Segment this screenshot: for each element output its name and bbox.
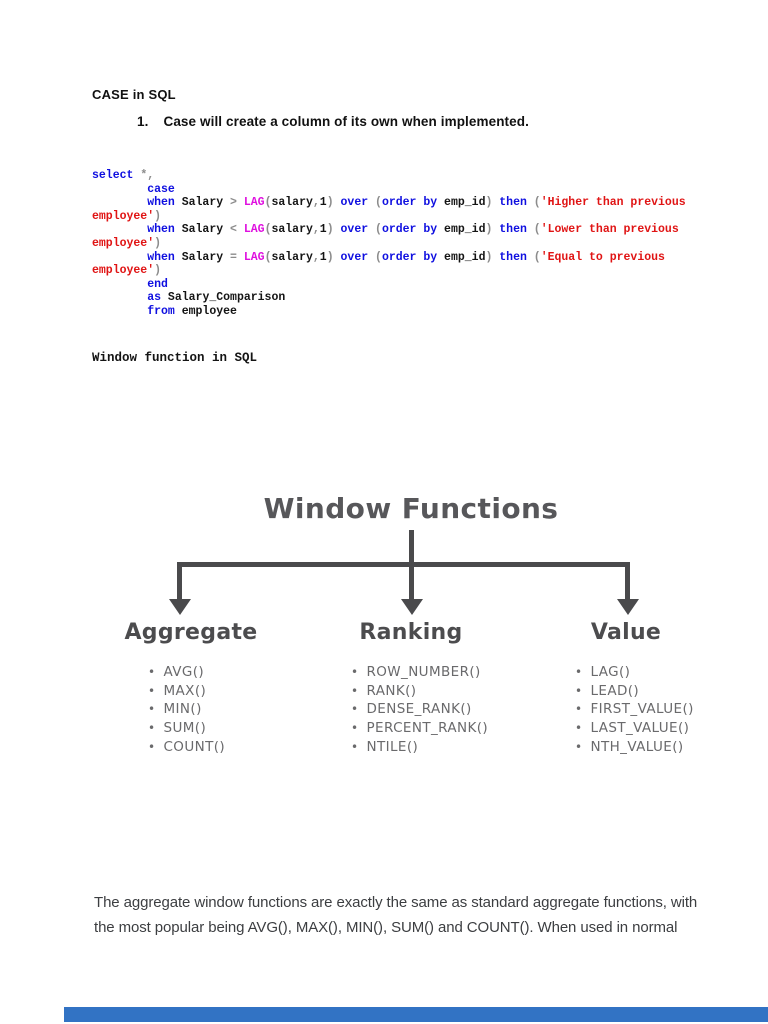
list-item: • DENSE_RANK() bbox=[351, 700, 488, 719]
function-name: MIN() bbox=[163, 701, 202, 718]
function-name: PERCENT_RANK() bbox=[366, 720, 489, 737]
bullet-icon: • bbox=[575, 683, 583, 698]
function-name: AVG() bbox=[163, 664, 205, 681]
code-line: from employee bbox=[147, 304, 237, 318]
function-name: SUM() bbox=[163, 720, 207, 737]
list-item: • LAST_VALUE() bbox=[575, 719, 694, 738]
code-line: case bbox=[147, 182, 175, 196]
bullet-icon: • bbox=[351, 739, 359, 754]
function-name: LEAD() bbox=[590, 682, 640, 699]
list-item: • SUM() bbox=[148, 719, 225, 738]
function-name: ROW_NUMBER() bbox=[366, 664, 481, 681]
code-line: employee') bbox=[92, 236, 162, 250]
body-paragraph: The aggregate window functions are exact… bbox=[94, 891, 697, 940]
bullet-icon: • bbox=[575, 739, 583, 754]
code-line: when Salary = LAG(salary,1) over (order … bbox=[147, 250, 665, 264]
function-name: DENSE_RANK() bbox=[366, 701, 472, 718]
bullet-icon: • bbox=[351, 683, 359, 698]
bullet-icon: • bbox=[351, 721, 359, 736]
function-name: NTILE() bbox=[366, 738, 419, 755]
arrow-down-icon bbox=[169, 599, 191, 615]
list-item: • AVG() bbox=[148, 663, 225, 682]
list-item: • ROW_NUMBER() bbox=[351, 663, 488, 682]
arrow-down-icon bbox=[401, 599, 423, 615]
section-heading: Window function in SQL bbox=[92, 351, 258, 365]
list-item: • NTILE() bbox=[351, 737, 488, 756]
list-item: • FIRST_VALUE() bbox=[575, 700, 694, 719]
list-item: • MIN() bbox=[148, 700, 225, 719]
diagram-title: Window Functions bbox=[263, 492, 559, 525]
paragraph-line: the most popular being AVG(), MAX(), MIN… bbox=[94, 918, 678, 936]
function-name: MAX() bbox=[163, 682, 207, 699]
list-item: • LAG() bbox=[575, 663, 694, 682]
code-line: employee') bbox=[92, 264, 162, 278]
function-name: NTH_VALUE() bbox=[590, 738, 684, 755]
bullet-icon: • bbox=[148, 702, 156, 717]
code-line: end bbox=[147, 277, 168, 291]
value-function-list: • LAG() • LEAD() • FIRST_VALUE() • LAST_VALUE()… bbox=[575, 663, 694, 756]
sql-code-block: select *, case when Salary > LAG(salary,… bbox=[92, 169, 686, 319]
bullet-icon: • bbox=[575, 702, 583, 717]
column-heading-value: Value bbox=[590, 620, 662, 645]
connector-right bbox=[625, 562, 630, 600]
bullet-icon: • bbox=[148, 683, 156, 698]
function-name: LAG() bbox=[590, 664, 631, 681]
bullet-icon: • bbox=[575, 721, 583, 736]
bullet-icon: • bbox=[148, 739, 156, 754]
code-line: when Salary < LAG(salary,1) over (order … bbox=[147, 223, 679, 237]
connector-horizontal bbox=[177, 562, 630, 567]
numbered-list-item: 1. Case will create a column of its own … bbox=[137, 114, 529, 129]
function-name: RANK() bbox=[366, 682, 417, 699]
list-item-number: 1. bbox=[137, 114, 149, 129]
column-heading-ranking: Ranking bbox=[359, 620, 463, 645]
page-title: CASE in SQL bbox=[92, 87, 176, 102]
bullet-icon: • bbox=[148, 665, 156, 680]
function-name: LAST_VALUE() bbox=[590, 720, 690, 737]
code-line: select *, bbox=[92, 169, 155, 182]
function-name: COUNT() bbox=[163, 738, 226, 755]
arrow-down-icon bbox=[617, 599, 639, 615]
paragraph-line: The aggregate window functions are exact… bbox=[94, 894, 698, 911]
list-item: • RANK() bbox=[351, 682, 488, 701]
function-name: FIRST_VALUE() bbox=[590, 701, 694, 718]
bullet-icon: • bbox=[351, 702, 359, 717]
list-item: • PERCENT_RANK() bbox=[351, 719, 488, 738]
list-item: • NTH_VALUE() bbox=[575, 737, 694, 756]
bullet-icon: • bbox=[575, 665, 583, 680]
list-item: • MAX() bbox=[148, 682, 225, 701]
aggregate-function-list: • AVG() • MAX() • MIN() • SUM() • COUNT() bbox=[148, 663, 225, 756]
code-line: as Salary_Comparison bbox=[147, 291, 286, 305]
list-item-text: Case will create a column of its own whe… bbox=[163, 114, 529, 129]
code-line: employee') bbox=[92, 209, 162, 223]
list-item: • COUNT() bbox=[148, 737, 225, 756]
ranking-function-list: • ROW_NUMBER() • RANK() • DENSE_RANK() • PERCEN… bbox=[351, 663, 488, 756]
column-heading-aggregate: Aggregate bbox=[124, 620, 258, 645]
connector-left bbox=[177, 562, 182, 600]
bullet-icon: • bbox=[351, 665, 359, 680]
footer-blue-bar bbox=[64, 1007, 768, 1022]
list-item: • LEAD() bbox=[575, 682, 694, 701]
bullet-icon: • bbox=[148, 721, 156, 736]
code-line: when Salary > LAG(salary,1) over (order … bbox=[147, 196, 686, 210]
